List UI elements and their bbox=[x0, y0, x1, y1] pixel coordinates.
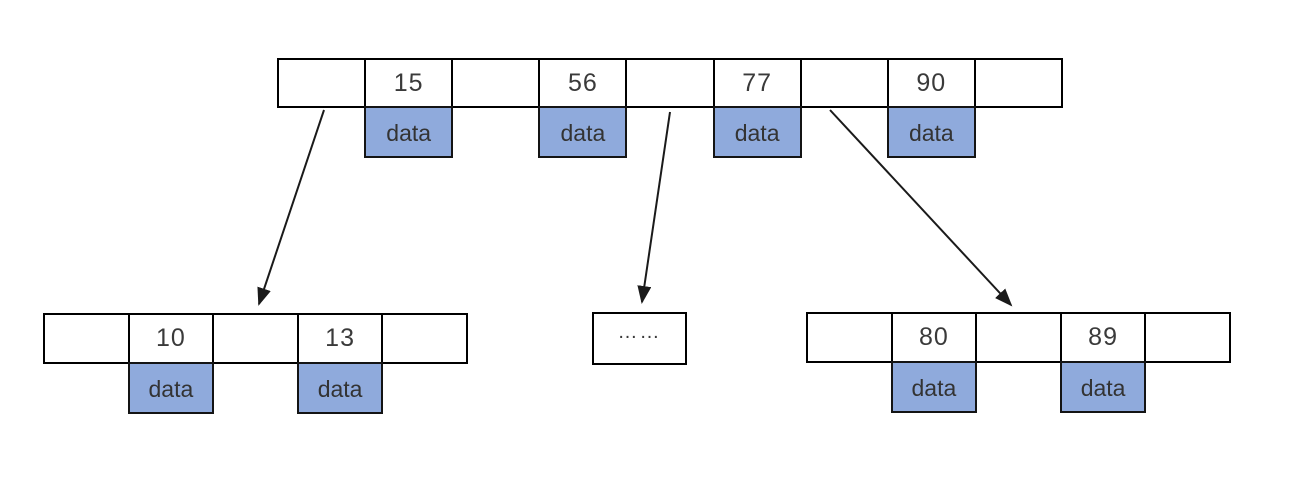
left-child-data-box-under-13: data bbox=[296, 362, 384, 414]
arrow-root-to-right-child bbox=[829, 109, 1013, 307]
right-child-key-value-3: 89 bbox=[1088, 323, 1118, 351]
root-data-box-under-15: data bbox=[364, 106, 454, 158]
root-cell-0-pointer bbox=[279, 60, 367, 106]
root-data-box-under-77: data bbox=[712, 106, 802, 158]
data-box-label: data bbox=[317, 375, 363, 402]
right-child-data-box-under-80: data bbox=[890, 361, 978, 413]
left-child-key-value-1: 10 bbox=[155, 324, 186, 352]
right-child-cell-2-pointer bbox=[977, 314, 1062, 361]
right-child-cell-0-pointer bbox=[808, 314, 893, 361]
root-key-value-5: 77 bbox=[742, 68, 772, 97]
data-box-label: data bbox=[734, 119, 780, 146]
right-child-cell-4-pointer bbox=[1146, 314, 1229, 361]
data-box-label: data bbox=[908, 119, 954, 146]
root-node: 15 data 56 data 77 data 90 data bbox=[277, 58, 1063, 158]
data-box-label: data bbox=[386, 119, 432, 146]
right-child-cell-3-key: 89 data bbox=[1059, 314, 1147, 413]
right-child-node: 80 data 89 data bbox=[806, 312, 1231, 413]
root-cell-2-pointer bbox=[453, 60, 541, 106]
root-cell-5-key: 77 data bbox=[712, 60, 802, 158]
left-child-node: 10 data 13 data bbox=[43, 313, 468, 414]
root-cell-6-pointer bbox=[802, 60, 889, 106]
root-cell-8-pointer bbox=[976, 60, 1061, 106]
left-child-cell-3-key: 13 data bbox=[296, 315, 384, 414]
data-box-label: data bbox=[1080, 374, 1126, 401]
root-data-box-under-56: data bbox=[538, 106, 628, 158]
arrow-root-to-middle-node bbox=[637, 111, 671, 304]
root-data-box-under-90: data bbox=[886, 106, 976, 158]
left-child-cell-2-pointer bbox=[214, 315, 299, 362]
right-child-data-box-under-89: data bbox=[1059, 361, 1147, 413]
middle-ellipsis-node: …… bbox=[592, 312, 687, 365]
left-child-cell-4-pointer bbox=[383, 315, 466, 362]
data-box-label: data bbox=[560, 119, 606, 146]
left-child-cell-1-key: 10 data bbox=[127, 315, 215, 414]
root-cell-1-key: 15 data bbox=[364, 60, 454, 158]
middle-cell-0-ellipsis: …… bbox=[594, 314, 685, 363]
root-cell-4-pointer bbox=[627, 60, 715, 106]
middle-ellipsis-value-0: …… bbox=[617, 321, 662, 343]
root-key-value-7: 90 bbox=[916, 68, 947, 97]
root-cell-7-key: 90 data bbox=[886, 60, 976, 158]
left-child-data-box-under-10: data bbox=[127, 362, 215, 414]
root-cell-3-key: 56 data bbox=[538, 60, 628, 158]
left-child-cell-0-pointer bbox=[45, 315, 130, 362]
arrow-root-to-left-child bbox=[257, 109, 325, 306]
root-key-value-3: 56 bbox=[567, 68, 598, 97]
data-box-label: data bbox=[148, 375, 194, 402]
right-child-key-value-1: 80 bbox=[918, 323, 949, 351]
right-child-cell-1-key: 80 data bbox=[890, 314, 978, 413]
data-box-label: data bbox=[911, 374, 957, 401]
left-child-key-value-3: 13 bbox=[325, 324, 355, 352]
root-key-value-1: 15 bbox=[393, 68, 424, 97]
